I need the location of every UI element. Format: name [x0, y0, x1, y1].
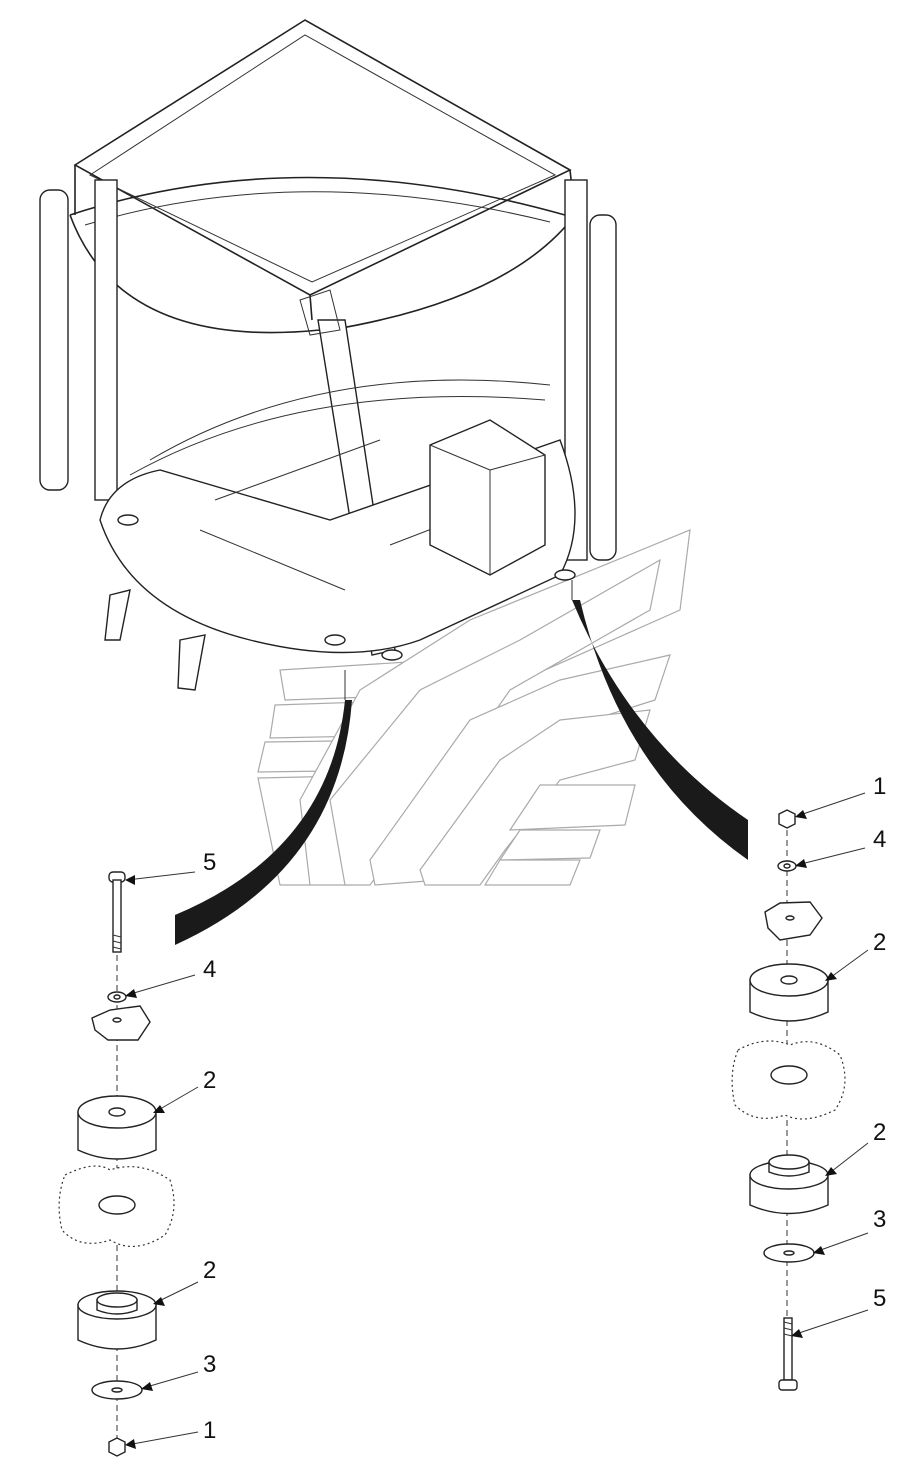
- left-washer-small: [107, 991, 127, 1003]
- callout-number: 5: [873, 1285, 886, 1312]
- right-floor-fragment: [764, 901, 823, 941]
- cab-frame: [39, 19, 617, 691]
- callout-arrows-left: [125, 871, 199, 1449]
- callout-number: 3: [873, 1206, 886, 1233]
- callout-number: 2: [873, 1119, 886, 1146]
- watermark-logo: [257, 529, 691, 886]
- leader-curves: [175, 580, 748, 945]
- callout-number: 4: [203, 956, 216, 983]
- right-isolator-lower: [749, 1154, 829, 1215]
- callout-number: 2: [203, 1257, 216, 1284]
- callout-number: 2: [203, 1067, 216, 1094]
- left-nut: [108, 1437, 126, 1457]
- callout-number: 2: [873, 929, 886, 956]
- left-floor-fragment: [91, 1005, 151, 1041]
- left-isolator-upper: [77, 1095, 157, 1160]
- right-washer-large: [763, 1243, 815, 1263]
- callout-number: 1: [203, 1417, 216, 1444]
- right-mount-stack: [731, 809, 846, 1391]
- left-isolator-lower: [77, 1290, 157, 1350]
- left-mount-stack: [58, 871, 175, 1457]
- callout-labels-left: 5 4 2 2 3 1: [203, 849, 216, 1444]
- right-bolt: [778, 1317, 798, 1391]
- callout-number: 1: [873, 773, 886, 800]
- left-washer-large: [91, 1380, 143, 1400]
- callout-number: 3: [203, 1351, 216, 1378]
- right-washer-small: [777, 860, 797, 872]
- callout-labels-right: 1 4 2 2 3 5: [873, 773, 886, 1312]
- callout-number: 5: [203, 849, 216, 876]
- callout-number: 4: [873, 826, 886, 853]
- callout-arrows-right: [791, 792, 869, 1338]
- right-nut: [778, 809, 796, 829]
- right-isolator-upper: [749, 963, 829, 1022]
- left-bolt: [108, 871, 126, 953]
